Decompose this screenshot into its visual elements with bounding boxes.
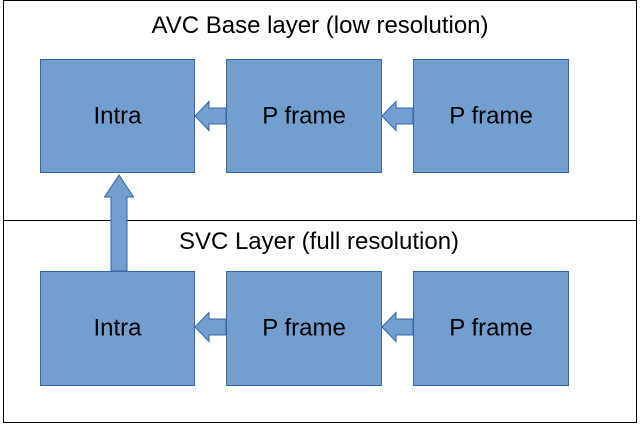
base-layer-frames: Intra P frame P frame xyxy=(40,59,569,173)
svc-intra-frame xyxy=(40,271,195,386)
base-layer-title: AVC Base layer (low resolution) xyxy=(151,12,488,39)
base-intra-frame xyxy=(40,59,195,173)
base-intra-frame-label: Intra xyxy=(93,103,142,130)
svc-p-frame-2 xyxy=(413,271,569,386)
svc-layer-panel xyxy=(3,220,637,423)
base-p-frame-2 xyxy=(413,59,569,173)
svc-arrow-p1-to-intra xyxy=(194,311,227,343)
svc-p-frame-1 xyxy=(226,271,382,386)
svc-p-frame-2-label: P frame xyxy=(449,315,533,342)
svc-layer-title: SVC Layer (full resolution) xyxy=(179,228,459,255)
base-arrow-p2-to-p1 xyxy=(381,100,414,132)
svc-p-frame-1-label: P frame xyxy=(262,315,346,342)
svc-layer-frames: Intra P frame P frame xyxy=(40,271,569,386)
svc-arrow-p2-to-p1 xyxy=(381,311,414,343)
svc-intra-frame-label: Intra xyxy=(93,315,142,342)
base-arrow-p1-to-intra xyxy=(194,100,227,132)
inter-layer-up-arrow xyxy=(103,174,135,272)
base-p-frame-2-label: P frame xyxy=(449,103,533,130)
base-p-frame-1-label: P frame xyxy=(262,103,346,130)
